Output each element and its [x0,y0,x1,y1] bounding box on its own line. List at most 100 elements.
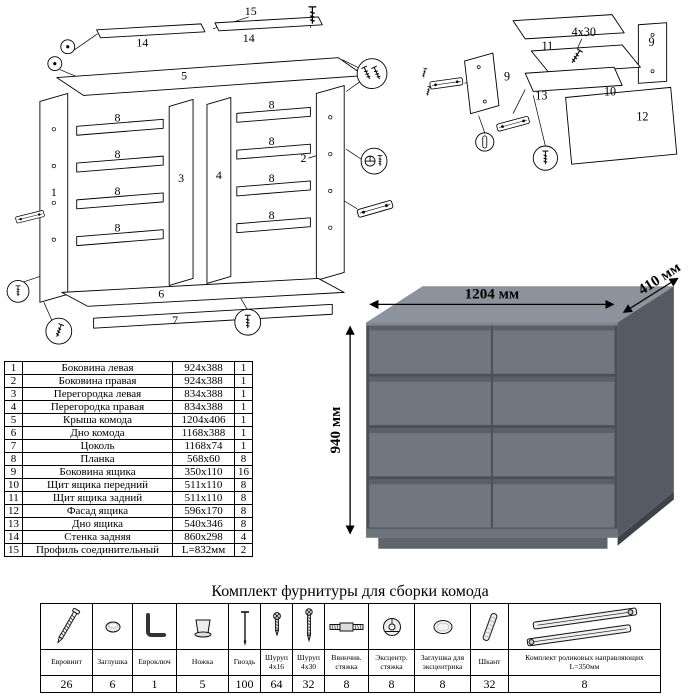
parts-cell-num: 10 [4,478,23,492]
hardware-name: Эксцентр. стяжка [368,649,415,676]
parts-cell-num: 2 [4,374,23,388]
hardware-qty-row: 26 6 1 5 100 64 32 8 8 8 32 8 [40,675,661,693]
cam-cap-icon [433,619,452,634]
diagram-part-label: 8 [114,221,120,235]
plug-icon [105,621,121,632]
parts-cell-name: Боковина левая [22,361,173,375]
parts-cell-num: 4 [4,400,23,414]
diagram-part-label: 5 [181,69,187,83]
hardware-name: Шуруп 4x30 [292,649,325,676]
parts-cell-num: 12 [4,504,23,518]
drawer-slide-icon [356,199,394,219]
bottom-panel [61,277,345,307]
slat-panel [236,143,311,160]
parts-cell-qty: 8 [234,478,253,492]
dresser-drawers [369,325,615,528]
parts-cell-size: 1168x74 [172,439,235,453]
height-dimension-label: 940 мм [328,407,344,454]
diagram-part-label: 10 [604,84,616,98]
fastener-holes [51,115,333,242]
foot-icon [194,619,211,637]
top-panel [56,57,365,96]
hardware-name: Заглушка [92,649,133,676]
left-partition-panel [168,98,194,286]
parts-cell-name: Стенка задняя [22,530,173,544]
hardware-qty: 6 [92,675,133,693]
parts-cell-size: 924x388 [172,361,235,375]
hardware-qty: 5 [176,675,229,693]
parts-cell-num: 6 [4,426,23,440]
hardware-qty: 8 [368,675,415,693]
parts-cell-num: 11 [4,491,23,505]
plinth-panel [93,303,333,329]
diagram-part-label: 8 [269,97,275,111]
parts-cell-size: 511x110 [172,491,235,505]
diagram-part-label: 12 [636,110,648,124]
slat-panel [76,192,164,210]
diagram-part-label: 7 [172,313,178,327]
euro-screw-icon [56,607,80,644]
parts-cell-name: Дно ящика [22,517,173,531]
slat-panel [236,217,311,234]
parts-cell-qty: 8 [234,452,253,466]
hardware-qty: 64 [260,675,293,693]
hardware-qty: 8 [414,675,471,693]
width-dimension-label: 1204 мм [465,286,519,302]
diagram-part-label: 6 [158,286,164,300]
parts-cell-qty: 2 [234,543,253,557]
parts-cell-qty: 1 [234,439,253,453]
parts-cell-name: Профиль соединительный [22,543,173,557]
parts-cell-qty: 16 [234,465,253,479]
parts-cell-size: 568x60 [172,452,235,466]
drawer-panels [464,14,678,165]
diagram-part-label: 3 [178,171,184,185]
diagram-part-label: 9 [648,35,654,49]
hardware-table: Евровинт Заглушка Евроключ Ножка Гвоздь … [40,603,661,693]
slat-panel [76,229,164,247]
fastener-callouts [6,6,394,345]
slat-panel [236,180,311,197]
diagram-part-label: 11 [542,39,554,53]
connecting-profile-panel [96,23,206,39]
parts-cell-size: 350x110 [172,465,235,479]
parts-cell-size: 834x388 [172,400,235,414]
hardware-qty: 26 [40,675,93,693]
dresser-side-face [617,286,674,538]
parts-cell-size: 540x346 [172,517,235,531]
drawer-front-panel [524,66,623,92]
drawer-bottom-panel [530,44,641,74]
hardware-names-row: Евровинт Заглушка Евроключ Ножка Гвоздь … [40,649,661,676]
diagram-part-label: 8 [269,134,275,148]
screw-icon [420,67,428,79]
cam-lock-icon [364,155,376,167]
dresser-plinth [378,537,608,549]
right-side-panel [315,85,345,281]
connecting-profile-panel [214,16,323,32]
drawer-side-panel [637,22,668,84]
parts-cell-qty: 8 [234,504,253,518]
drawer-slide-icon [429,77,464,90]
dowel-icon [482,612,497,641]
hardware-name: Евроключ [132,649,177,676]
hardware-name: Заглушка для эксцентрика [414,649,471,676]
dresser-render: 1204 мм 940 мм 410 мм [328,259,684,549]
parts-cell-name: Крыша комода [22,413,173,427]
drawer-facade-panel [565,86,678,165]
right-partition-panel [206,97,232,284]
diagram-part-label: 2 [300,151,306,165]
parts-cell-num: 3 [4,387,23,401]
diagram-part-label: 13 [535,89,547,103]
drawer-back-panel [512,14,625,40]
parts-cell-name: Щит ящика задний [22,491,173,505]
